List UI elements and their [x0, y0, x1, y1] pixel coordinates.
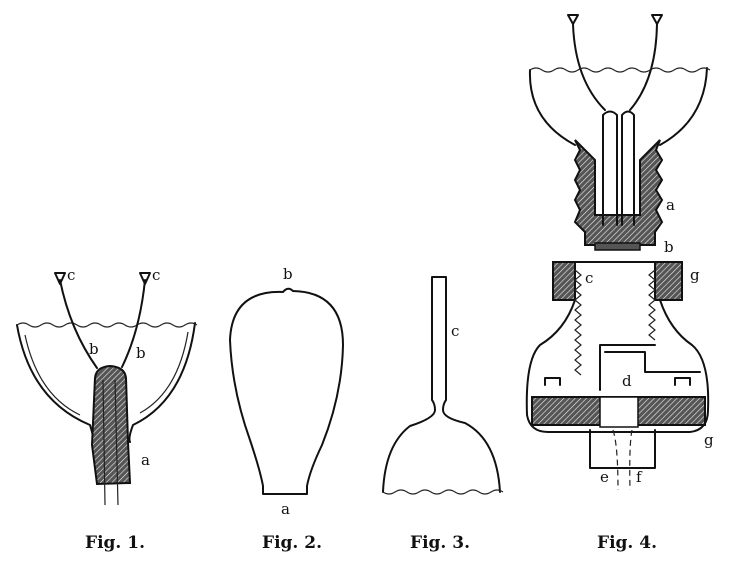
fig1-label-b-right: b — [136, 344, 146, 362]
fig4-label-e: e — [600, 468, 609, 486]
fig2-label-b: b — [283, 265, 293, 283]
fig4-holder-body — [525, 299, 710, 433]
fig4-label-b: b — [664, 238, 674, 256]
fig1-label-a: a — [141, 451, 150, 469]
fig4-label-g-top: g — [690, 266, 700, 284]
fig4-label-g-bottom: g — [704, 431, 714, 449]
figure-1: c c b b a Fig. 1. — [16, 266, 198, 553]
fig1-caption: Fig. 1. — [85, 533, 145, 553]
figure-4: a b g c d g e f Fig. 4. — [525, 14, 714, 553]
fig4-caption: Fig. 4. — [597, 533, 657, 553]
figure-2: b a Fig. 2. — [229, 265, 344, 553]
fig3-tube — [382, 276, 501, 493]
fig1-label-b-left: b — [89, 340, 99, 358]
fig4-label-a: a — [666, 196, 675, 214]
figure-3: c Fig. 3. — [382, 276, 504, 553]
fig1-label-c-left: c — [67, 266, 75, 284]
fig3-label-c: c — [451, 322, 459, 340]
fig1-label-c-right: c — [152, 266, 160, 284]
fig3-caption: Fig. 3. — [410, 533, 470, 553]
fig4-holder-top — [552, 261, 683, 301]
fig4-contact-b — [594, 242, 641, 251]
fig2-bulb — [229, 287, 344, 495]
fig1-stem — [90, 364, 132, 486]
fig2-caption: Fig. 2. — [262, 533, 322, 553]
fig4-label-f: f — [636, 468, 643, 486]
fig4-label-c: c — [585, 269, 593, 287]
fig4-label-d: d — [622, 372, 632, 390]
fig4-socket-a — [573, 139, 664, 246]
fig4-bowl — [528, 67, 708, 146]
fig2-label-a: a — [281, 500, 290, 518]
